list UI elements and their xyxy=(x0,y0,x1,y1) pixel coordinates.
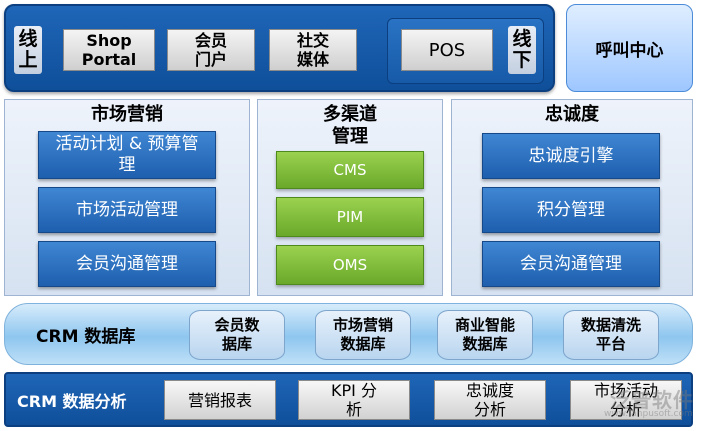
crm-database-label: CRM 数据库 xyxy=(36,326,136,347)
multichannel-title: 多渠道管理 xyxy=(323,104,377,147)
cms-button[interactable]: CMS xyxy=(276,151,424,189)
member-database[interactable]: 会员数据库 xyxy=(189,310,285,360)
loyalty-analysis-button[interactable]: 忠诚度分析 xyxy=(434,380,546,420)
points-management-button[interactable]: 积分管理 xyxy=(482,187,660,233)
marketing-title: 市场营销 xyxy=(91,104,163,125)
campaign-management-button[interactable]: 市场活动管理 xyxy=(38,187,216,233)
marketing-report-button[interactable]: 营销报表 xyxy=(164,380,276,420)
channel-shop-portal[interactable]: Shop Portal xyxy=(63,29,155,71)
oms-button[interactable]: OMS xyxy=(276,245,424,285)
channel-pos[interactable]: POS xyxy=(401,29,493,71)
watermark-brand: 泛普软件 xyxy=(610,388,694,412)
loyalty-member-communication-button[interactable]: 会员沟通管理 xyxy=(482,241,660,287)
marketing-database[interactable]: 市场营销数据库 xyxy=(315,310,411,360)
call-center-box[interactable]: 呼叫中心 xyxy=(566,4,693,92)
channel-social-media[interactable]: 社交媒体 xyxy=(269,29,357,71)
watermark-url: www.fanpusoft.com xyxy=(604,409,693,419)
crm-analysis-label: CRM 数据分析 xyxy=(17,391,127,411)
online-label: 线上 xyxy=(14,26,42,74)
loyalty-title: 忠诚度 xyxy=(545,104,599,125)
business-intelligence-database[interactable]: 商业智能数据库 xyxy=(437,310,533,360)
channel-member-portal[interactable]: 会员门户 xyxy=(167,29,255,71)
campaign-budget-button[interactable]: 活动计划 & 预算管理 xyxy=(38,131,216,179)
loyalty-engine-button[interactable]: 忠诚度引擎 xyxy=(482,133,660,179)
pim-button[interactable]: PIM xyxy=(276,197,424,237)
member-communication-button[interactable]: 会员沟通管理 xyxy=(38,241,216,287)
data-cleansing-platform[interactable]: 数据清洗平台 xyxy=(563,310,659,360)
offline-label: 线下 xyxy=(508,26,536,74)
campaign-analysis-button[interactable]: 市场活动分析 xyxy=(570,380,682,420)
kpi-analysis-button[interactable]: KPI 分析 xyxy=(298,380,410,420)
